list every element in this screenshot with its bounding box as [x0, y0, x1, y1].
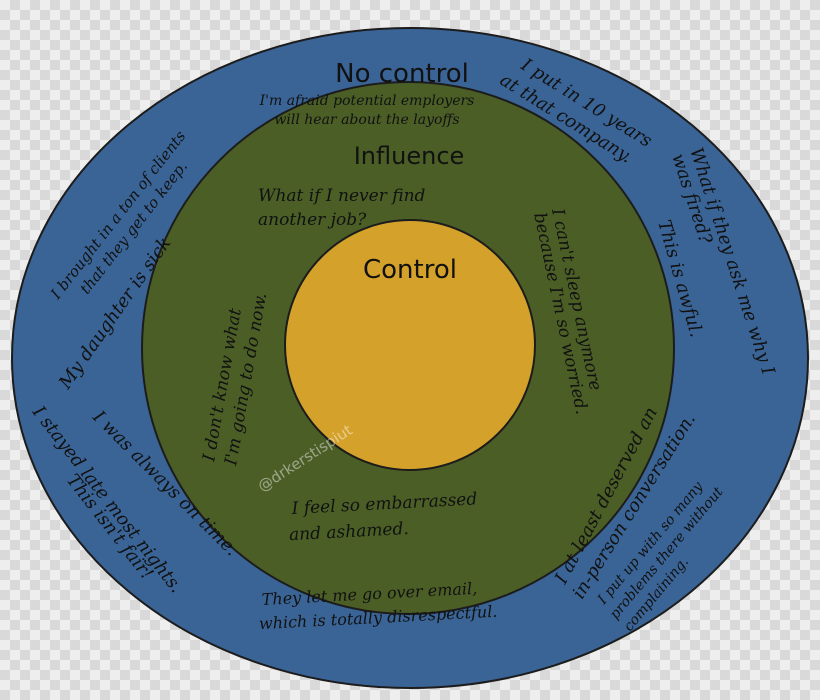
note-employers-line2: will hear about the layoffs [274, 112, 459, 128]
no-control-label: No control [335, 59, 469, 89]
influence-label: Influence [354, 142, 465, 170]
control-circle [284, 219, 536, 471]
note-employers-line1: I'm afraid potential employers [259, 93, 475, 109]
note-never-line2: another job? [258, 210, 367, 230]
note-never-line1: What if I never find [258, 186, 426, 206]
control-label: Control [363, 255, 457, 285]
